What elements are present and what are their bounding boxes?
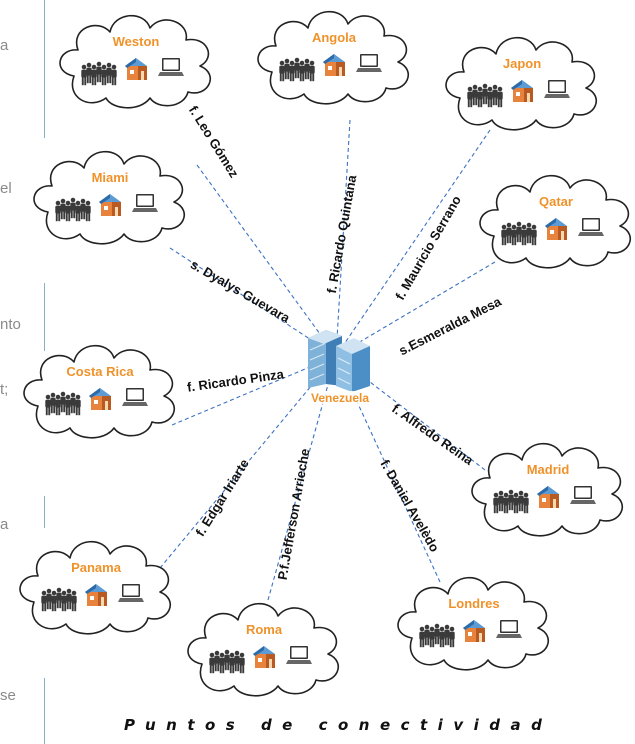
cloud-londres: Londres: [397, 576, 550, 671]
link-label-japon: f. Mauricio Serrano: [392, 193, 464, 303]
link-label-panama: f. Edgar Iriarte: [192, 456, 251, 539]
cloud-panama: Panama: [19, 540, 172, 635]
city-label-costa-rica: Costa Rica: [66, 364, 134, 379]
city-label-roma: Roma: [246, 622, 283, 637]
city-label-panama: Panama: [71, 560, 122, 575]
side-rule-1: [44, 0, 45, 138]
city-label-miami: Miami: [92, 170, 129, 185]
link-line-weston: [196, 164, 337, 357]
city-label-angola: Angola: [312, 30, 357, 45]
link-line-miami: [169, 247, 337, 357]
side-fragment: el: [0, 180, 12, 197]
side-fragment: se: [0, 687, 16, 704]
link-label-roma: P.f.Jefferson Arrieche: [275, 447, 313, 581]
city-label-japon: Japon: [503, 56, 541, 71]
side-rule-2: [44, 283, 45, 351]
side-fragment: a: [0, 37, 9, 54]
side-fragment: nto: [0, 316, 21, 333]
cloud-angola: Angola: [257, 10, 410, 105]
hub-label: Venezuela: [311, 391, 369, 405]
link-line-angola: [335, 119, 351, 357]
cloud-weston: Weston: [59, 14, 212, 109]
link-line-qatar: [335, 261, 496, 357]
side-fragment: t;: [0, 381, 9, 398]
footer-title: Puntos de conectividad: [124, 716, 553, 734]
link-label-weston: f. Leo Gómez: [186, 103, 242, 181]
cloud-costa-rica: Costa Rica: [23, 344, 176, 439]
link-label-madrid: f. Alfredo Reina: [389, 401, 477, 469]
side-fragment: a: [0, 516, 9, 533]
link-label-miami: s. Dyalys Guevara: [188, 257, 293, 326]
city-label-weston: Weston: [113, 34, 160, 49]
city-label-madrid: Madrid: [527, 462, 570, 477]
cloud-miami: Miami: [33, 150, 186, 245]
link-line-japon: [335, 129, 491, 357]
cloud-qatar: Qatar: [479, 174, 632, 269]
cloud-roma: Roma: [187, 602, 340, 697]
link-label-angola: f. Ricardo Quintana: [324, 173, 360, 294]
city-label-londres: Londres: [448, 596, 499, 611]
link-label-costa-rica: f. Ricardo Pinza: [186, 366, 285, 395]
link-line-panama: [159, 355, 337, 569]
link-label-londres: f. Daniel Avelèdo: [377, 457, 442, 554]
cloud-japon: Japon: [445, 36, 598, 131]
cloud-madrid: Madrid: [471, 442, 624, 537]
side-rule-4: [44, 678, 45, 744]
side-rule-3: [44, 496, 45, 528]
hub-building: Venezuela: [308, 330, 370, 405]
city-label-qatar: Qatar: [539, 194, 573, 209]
link-label-qatar: s.Esmeralda Mesa: [396, 293, 504, 358]
